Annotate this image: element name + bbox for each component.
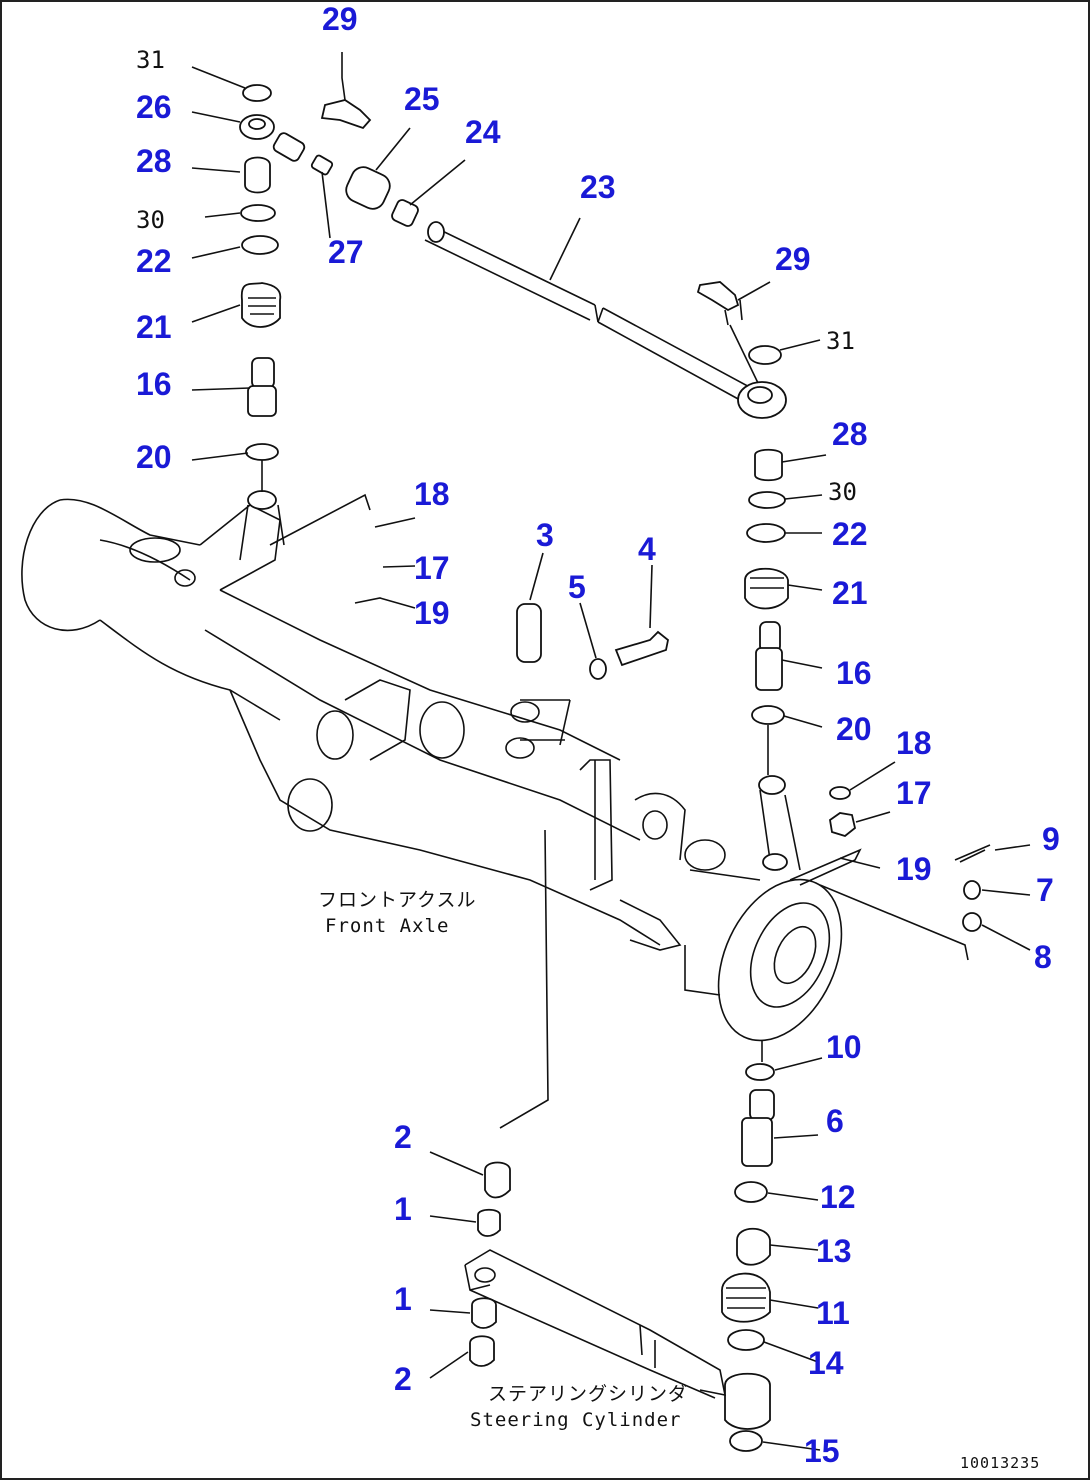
front-axle-drawing: [21, 493, 761, 996]
callout-30-left: 30: [136, 206, 165, 234]
left-ball-joint-stack: [239, 84, 419, 561]
callout-13: 13: [816, 1233, 852, 1269]
callout-19-right: 19: [896, 851, 932, 887]
callout-29-right: 29: [775, 241, 811, 277]
callout-12: 12: [820, 1179, 856, 1215]
callout-18-right: 18: [896, 725, 932, 761]
document-id: 10013235: [960, 1454, 1040, 1472]
callout-9: 9: [1042, 821, 1060, 857]
callout-16-right: 16: [836, 655, 872, 691]
callout-10: 10: [826, 1029, 862, 1065]
callout-18-left: 18: [414, 476, 450, 512]
callout-16-left: 16: [136, 366, 172, 402]
callout-5: 5: [568, 569, 586, 605]
callout-30-right: 30: [828, 478, 857, 506]
callout-11: 11: [816, 1295, 850, 1331]
callout-1-bottom: 1: [394, 1281, 412, 1317]
callout-6: 6: [826, 1103, 844, 1139]
callout-7: 7: [1036, 872, 1054, 908]
callout-3: 3: [536, 517, 554, 553]
callout-21-right: 21: [832, 575, 868, 611]
callout-8: 8: [1034, 939, 1052, 975]
callout-31-top: 31: [136, 46, 165, 74]
callout-20-right: 20: [836, 711, 872, 747]
steering-cylinder-drawing: [464, 1161, 727, 1399]
steering-cylinder-label-jp: ステアリングシリンダ: [488, 1383, 688, 1405]
callout-2-bottom: 2: [394, 1361, 412, 1397]
callout-21-left: 21: [136, 309, 172, 345]
callout-23: 23: [580, 169, 616, 205]
callout-22-right: 22: [832, 516, 868, 552]
callout-26: 26: [136, 89, 172, 125]
callout-24: 24: [465, 114, 501, 150]
callout-25: 25: [404, 81, 440, 117]
callout-22-left: 22: [136, 243, 172, 279]
callout-20-left: 20: [136, 439, 172, 475]
callout-27: 27: [328, 234, 364, 270]
steering-cylinder-label-en: Steering Cylinder: [470, 1409, 681, 1431]
front-axle-label-en: Front Axle: [325, 915, 449, 937]
callout-31-right: 31: [826, 327, 855, 355]
callout-28-left: 28: [136, 143, 172, 179]
callout-29-top: 29: [322, 1, 358, 37]
tie-rod-drawing: [424, 221, 787, 419]
front-axle-label-jp: フロントアクスル: [318, 889, 476, 911]
callout-4: 4: [638, 531, 656, 567]
callout-14: 14: [808, 1345, 844, 1381]
center-pin-parts: [499, 603, 669, 1129]
callout-15: 15: [804, 1433, 840, 1469]
steering-knuckle-drawing: [717, 789, 969, 1042]
leader-lines: [191, 52, 1031, 1451]
callout-28-right: 28: [832, 416, 868, 452]
callout-2-top: 2: [394, 1119, 412, 1155]
callout-17-right: 17: [896, 775, 932, 811]
callout-19-left: 19: [414, 595, 450, 631]
callout-1-top: 1: [394, 1191, 412, 1227]
callout-17-left: 17: [414, 550, 450, 586]
right-ball-joint-stack: [696, 281, 991, 1452]
